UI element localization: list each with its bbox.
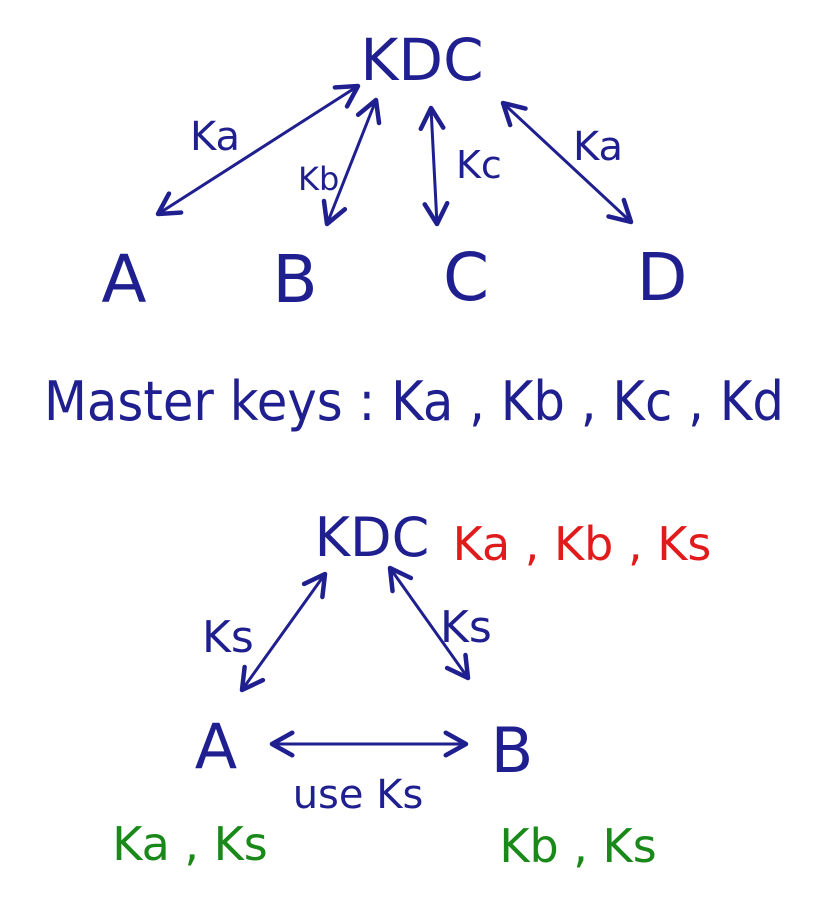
arrow-kdc-d: [500, 100, 634, 225]
kdc-keys: Ka , Kb , Ks: [453, 517, 712, 571]
node-d: D: [637, 239, 688, 316]
node-b-bottom: B: [491, 714, 534, 787]
edge-label-d: Ka: [573, 124, 623, 170]
link-label-use-ks: use Ks: [293, 772, 424, 818]
arrow-kdc-b-bottom: [387, 565, 471, 681]
kdc-label-bottom: KDC: [315, 506, 430, 569]
edge-label-c: Kc: [456, 143, 502, 187]
keys-b: Kb , Ks: [499, 819, 656, 873]
node-a: A: [101, 241, 146, 318]
arrow-kdc-b: [321, 97, 382, 227]
kdc-label-top: KDC: [360, 26, 483, 94]
node-b: B: [272, 241, 317, 318]
edge-label-ks-right: Ks: [440, 602, 492, 653]
edge-label-b: Kb: [298, 160, 339, 198]
edge-label-ks-left: Ks: [202, 612, 254, 663]
node-c: C: [443, 239, 489, 316]
edge-label-a: Ka: [190, 114, 240, 160]
node-a-bottom: A: [195, 710, 237, 783]
keys-a: Ka , Ks: [112, 817, 268, 871]
master-keys-caption: Master keys : Ka , Kb , Kc , Kd: [44, 370, 784, 433]
arrow-kdc-a-bottom: [239, 571, 328, 693]
arrow-kdc-c: [418, 105, 450, 227]
